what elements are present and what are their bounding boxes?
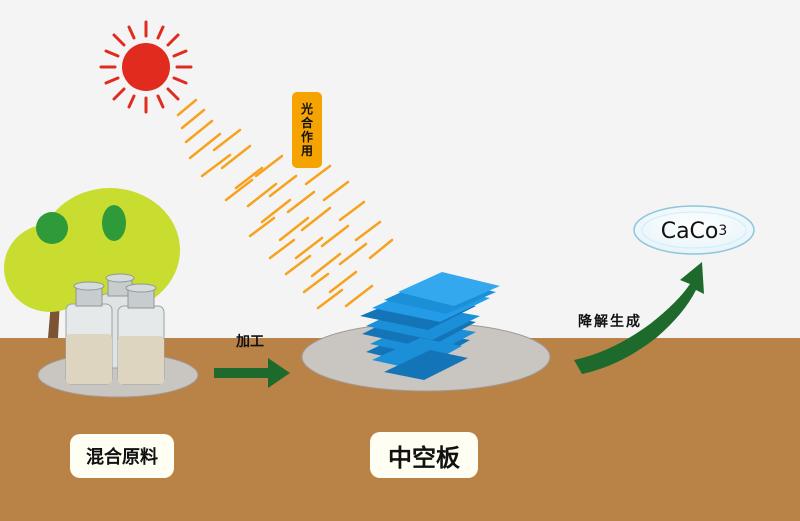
- photosynthesis-char-2: 合: [300, 116, 313, 130]
- caco3-cloud: [633, 205, 755, 255]
- tree-foliage: [4, 188, 180, 312]
- process-label: 加工: [236, 334, 264, 350]
- photosynthesis-char-4: 用: [300, 144, 313, 158]
- degradation-arrow: [574, 262, 704, 374]
- sun-rays: [176, 98, 394, 310]
- reagent-bottles: [65, 273, 165, 385]
- process-arrow: [214, 358, 290, 388]
- raw-materials-label: 混合原料: [70, 434, 174, 478]
- photosynthesis-char-1: 光: [300, 102, 313, 116]
- degrade-label: 降解生成: [578, 314, 642, 330]
- photosynthesis-tag: 光 合 作 用: [292, 92, 322, 168]
- caco3-main: CaCo: [660, 218, 719, 244]
- hollow-board-stack: [360, 272, 500, 380]
- caco3-subscript: 3: [718, 223, 728, 239]
- sun: [99, 20, 193, 114]
- hollow-board-label: 中空板: [370, 432, 478, 478]
- photosynthesis-char-3: 作: [300, 130, 313, 144]
